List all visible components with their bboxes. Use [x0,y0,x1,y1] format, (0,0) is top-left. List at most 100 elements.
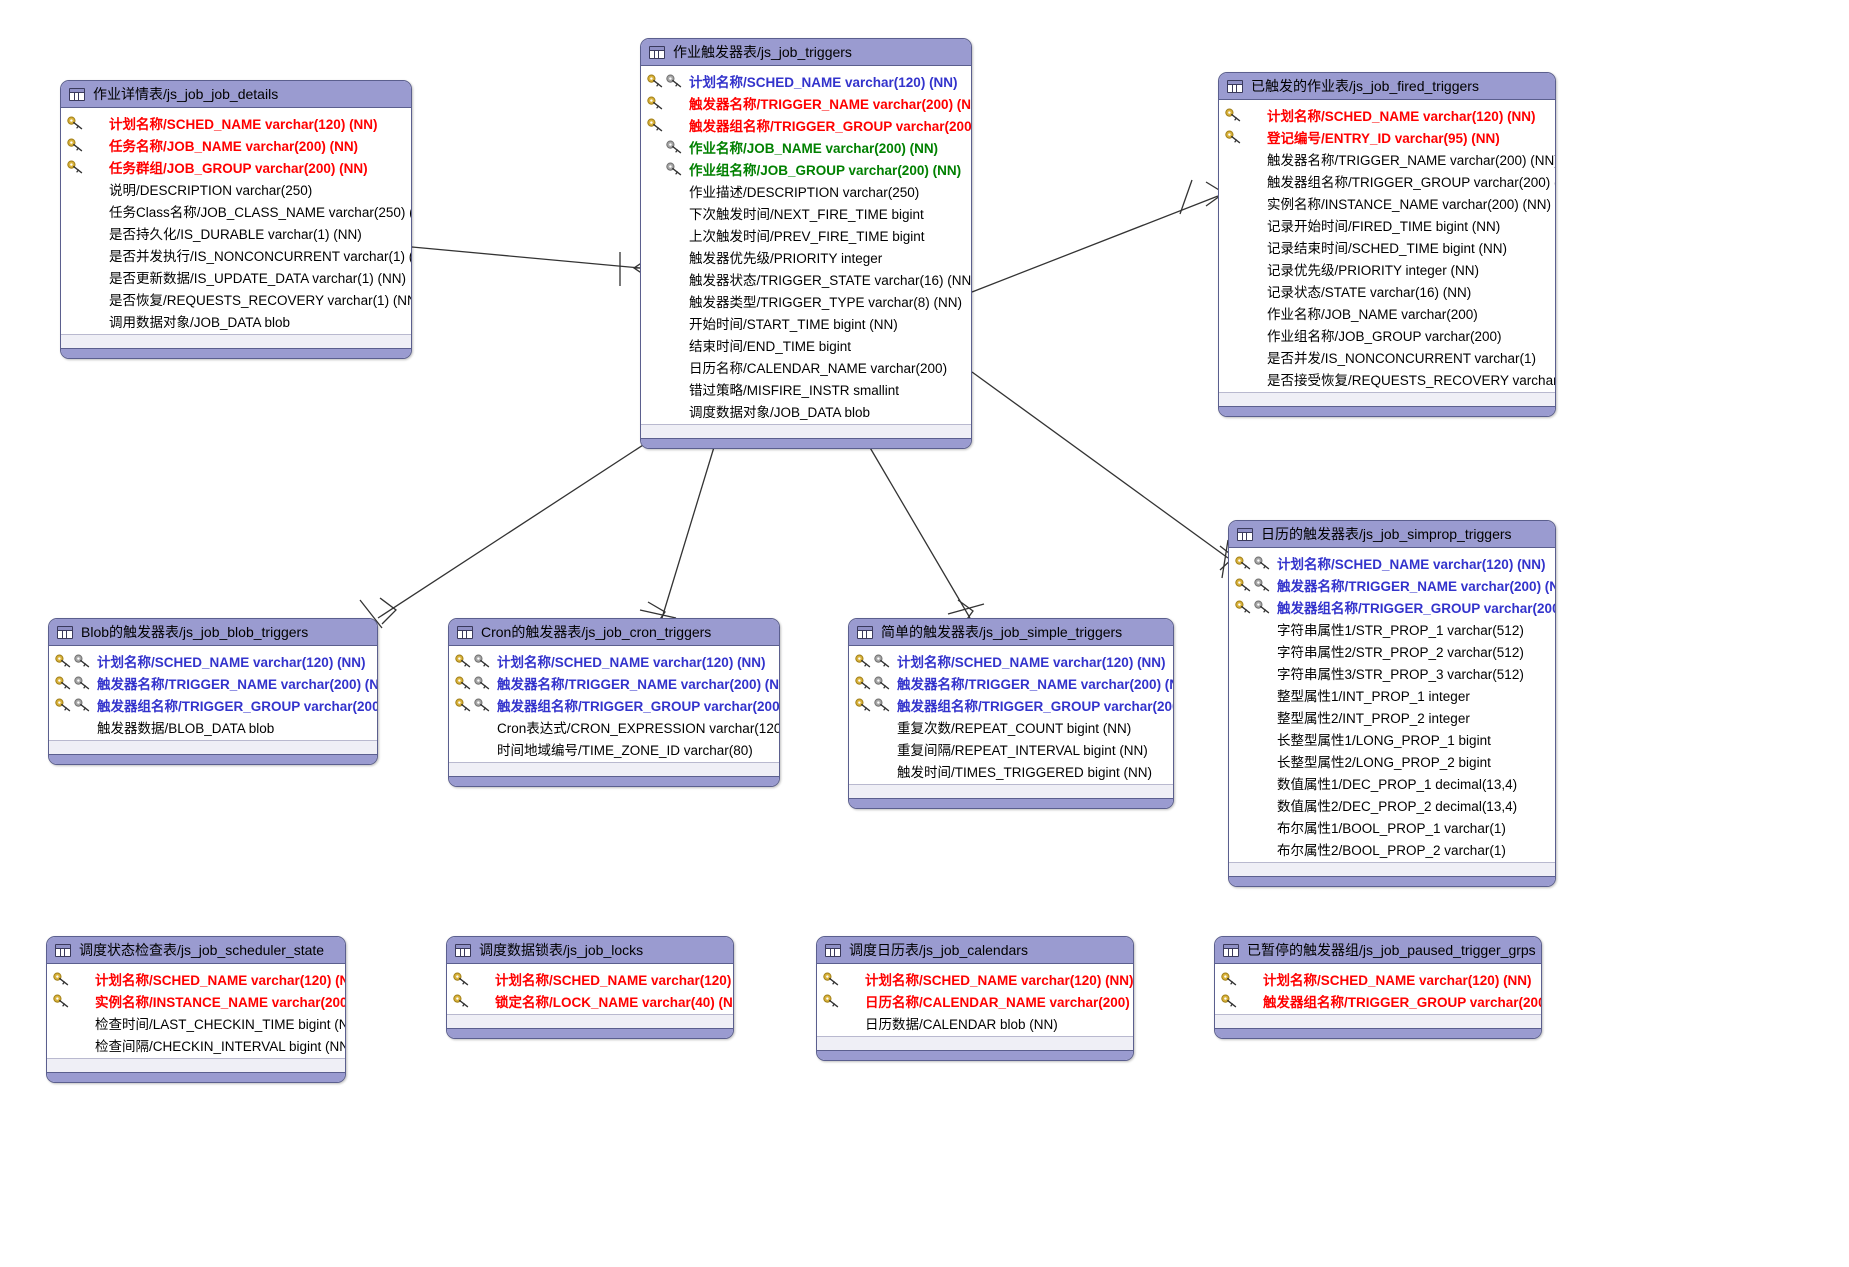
attribute-row[interactable]: 数值属性2/DEC_PROP_2 decimal(13,4) [1229,794,1555,816]
attribute-row[interactable]: 是否并发/IS_NONCONCURRENT varchar(1) [1219,346,1555,368]
attribute-row[interactable]: 检查间隔/CHECKIN_INTERVAL bigint (NN) [47,1034,345,1056]
attribute-row[interactable]: 调用数据对象/JOB_DATA blob [61,310,411,332]
attribute-row[interactable]: 任务Class名称/JOB_CLASS_NAME varchar(250) (N… [61,200,411,222]
attribute-row[interactable]: 任务名称/JOB_NAME varchar(200) (NN) [61,134,411,156]
attribute-row[interactable]: 记录开始时间/FIRED_TIME bigint (NN) [1219,214,1555,236]
entity-scheduler_state[interactable]: 调度状态检查表/js_job_scheduler_state 计划名称/SCHED… [46,936,346,1083]
entity-simple_triggers[interactable]: 简单的触发器表/js_job_simple_triggers 计划名称/SCHED… [848,618,1174,809]
attribute-row[interactable]: 登记编号/ENTRY_ID varchar(95) (NN) [1219,126,1555,148]
attribute-row[interactable]: 计划名称/SCHED_NAME varchar(120) (NN) [1229,552,1555,574]
entity-header-simple_triggers[interactable]: 简单的触发器表/js_job_simple_triggers [849,619,1173,646]
entity-header-fired_triggers[interactable]: 已触发的作业表/js_job_fired_triggers [1219,73,1555,100]
attribute-row[interactable]: 计划名称/SCHED_NAME varchar(120) (NN) [447,968,733,990]
attribute-row[interactable]: 作业组名称/JOB_GROUP varchar(200) (NN) [641,158,971,180]
entity-header-scheduler_state[interactable]: 调度状态检查表/js_job_scheduler_state [47,937,345,964]
attribute-row[interactable]: 触发器名称/TRIGGER_NAME varchar(200) (NN) [1219,148,1555,170]
attribute-row[interactable]: 错过策略/MISFIRE_INSTR smallint [641,378,971,400]
entity-header-calendars[interactable]: 调度日历表/js_job_calendars [817,937,1133,964]
attribute-row[interactable]: 作业描述/DESCRIPTION varchar(250) [641,180,971,202]
attribute-row[interactable]: 检查时间/LAST_CHECKIN_TIME bigint (NN) [47,1012,345,1034]
attribute-row[interactable]: Cron表达式/CRON_EXPRESSION varchar(120) (NN… [449,716,779,738]
attribute-row[interactable]: 记录结束时间/SCHED_TIME bigint (NN) [1219,236,1555,258]
attribute-row[interactable]: 触发器优先级/PRIORITY integer [641,246,971,268]
attribute-row[interactable]: 是否接受恢复/REQUESTS_RECOVERY varchar(1) [1219,368,1555,390]
attribute-row[interactable]: 实例名称/INSTANCE_NAME varchar(200) (NN) [47,990,345,1012]
attribute-row[interactable]: 触发器状态/TRIGGER_STATE varchar(16) (NN) [641,268,971,290]
entity-header-paused_trigger_grps[interactable]: 已暂停的触发器组/js_job_paused_trigger_grps [1215,937,1541,964]
entity-job_details[interactable]: 作业详情表/js_job_job_details 计划名称/SCHED_NAME … [60,80,412,359]
attribute-row[interactable]: 重复间隔/REPEAT_INTERVAL bigint (NN) [849,738,1173,760]
attribute-row[interactable]: 字符串属性1/STR_PROP_1 varchar(512) [1229,618,1555,640]
attribute-row[interactable]: 记录状态/STATE varchar(16) (NN) [1219,280,1555,302]
attribute-row[interactable]: 计划名称/SCHED_NAME varchar(120) (NN) [47,968,345,990]
attribute-row[interactable]: 下次触发时间/NEXT_FIRE_TIME bigint [641,202,971,224]
entity-cron_triggers[interactable]: Cron的触发器表/js_job_cron_triggers 计划名称/SCHED… [448,618,780,787]
attribute-row[interactable]: 触发器组名称/TRIGGER_GROUP varchar(200) (NN) [1229,596,1555,618]
entity-header-locks[interactable]: 调度数据锁表/js_job_locks [447,937,733,964]
entity-header-blob_triggers[interactable]: Blob的触发器表/js_job_blob_triggers [49,619,377,646]
entity-header-cron_triggers[interactable]: Cron的触发器表/js_job_cron_triggers [449,619,779,646]
attribute-row[interactable]: 调度数据对象/JOB_DATA blob [641,400,971,422]
attribute-row[interactable]: 触发器组名称/TRIGGER_GROUP varchar(200) (NN) [1215,990,1541,1012]
attribute-row[interactable]: 任务群组/JOB_GROUP varchar(200) (NN) [61,156,411,178]
attribute-row[interactable]: 日历名称/CALENDAR_NAME varchar(200) [641,356,971,378]
attribute-row[interactable]: 是否并发执行/IS_NONCONCURRENT varchar(1) (NN) [61,244,411,266]
attribute-row[interactable]: 长整型属性2/LONG_PROP_2 bigint [1229,750,1555,772]
attribute-row[interactable]: 日历名称/CALENDAR_NAME varchar(200) (NN) [817,990,1133,1012]
attribute-row[interactable]: 开始时间/START_TIME bigint (NN) [641,312,971,334]
entity-blob_triggers[interactable]: Blob的触发器表/js_job_blob_triggers 计划名称/SCHED… [48,618,378,765]
attribute-row[interactable]: 触发器类型/TRIGGER_TYPE varchar(8) (NN) [641,290,971,312]
attribute-row[interactable]: 作业名称/JOB_NAME varchar(200) [1219,302,1555,324]
attribute-row[interactable]: 布尔属性2/BOOL_PROP_2 varchar(1) [1229,838,1555,860]
attribute-row[interactable]: 是否恢复/REQUESTS_RECOVERY varchar(1) (NN) [61,288,411,310]
attribute-row[interactable]: 触发器名称/TRIGGER_NAME varchar(200) (NN) [641,92,971,114]
attribute-row[interactable]: 触发器组名称/TRIGGER_GROUP varchar(200) (NN) [641,114,971,136]
attribute-row[interactable]: 计划名称/SCHED_NAME varchar(120) (NN) [1215,968,1541,990]
entity-triggers[interactable]: 作业触发器表/js_job_triggers 计划名称/SCHED_NAME va… [640,38,972,449]
attribute-row[interactable]: 触发时间/TIMES_TRIGGERED bigint (NN) [849,760,1173,782]
attribute-row[interactable]: 实例名称/INSTANCE_NAME varchar(200) (NN) [1219,192,1555,214]
entity-simprop_triggers[interactable]: 日历的触发器表/js_job_simprop_triggers 计划名称/SCHE… [1228,520,1556,887]
entity-header-job_details[interactable]: 作业详情表/js_job_job_details [61,81,411,108]
attribute-row[interactable]: 触发器组名称/TRIGGER_GROUP varchar(200) (NN) [49,694,377,716]
attribute-row[interactable]: 作业组名称/JOB_GROUP varchar(200) [1219,324,1555,346]
entity-calendars[interactable]: 调度日历表/js_job_calendars 计划名称/SCHED_NAME va… [816,936,1134,1061]
attribute-row[interactable]: 重复次数/REPEAT_COUNT bigint (NN) [849,716,1173,738]
attribute-row[interactable]: 触发器数据/BLOB_DATA blob [49,716,377,738]
attribute-row[interactable]: 计划名称/SCHED_NAME varchar(120) (NN) [49,650,377,672]
attribute-row[interactable]: 触发器名称/TRIGGER_NAME varchar(200) (NN) [1229,574,1555,596]
attribute-row[interactable]: 计划名称/SCHED_NAME varchar(120) (NN) [641,70,971,92]
entity-header-simprop_triggers[interactable]: 日历的触发器表/js_job_simprop_triggers [1229,521,1555,548]
attribute-row[interactable]: 计划名称/SCHED_NAME varchar(120) (NN) [449,650,779,672]
attribute-row[interactable]: 触发器名称/TRIGGER_NAME varchar(200) (NN) [49,672,377,694]
entity-fired_triggers[interactable]: 已触发的作业表/js_job_fired_triggers 计划名称/SCHED_… [1218,72,1556,417]
attribute-row[interactable]: 作业名称/JOB_NAME varchar(200) (NN) [641,136,971,158]
attribute-row[interactable]: 时间地域编号/TIME_ZONE_ID varchar(80) [449,738,779,760]
attribute-row[interactable]: 字符串属性3/STR_PROP_3 varchar(512) [1229,662,1555,684]
attribute-row[interactable]: 长整型属性1/LONG_PROP_1 bigint [1229,728,1555,750]
attribute-row[interactable]: 触发器组名称/TRIGGER_GROUP varchar(200) (NN) [449,694,779,716]
attribute-row[interactable]: 是否持久化/IS_DURABLE varchar(1) (NN) [61,222,411,244]
attribute-row[interactable]: 上次触发时间/PREV_FIRE_TIME bigint [641,224,971,246]
attribute-row[interactable]: 触发器名称/TRIGGER_NAME varchar(200) (NN) [449,672,779,694]
attribute-row[interactable]: 结束时间/END_TIME bigint [641,334,971,356]
attribute-row[interactable]: 记录优先级/PRIORITY integer (NN) [1219,258,1555,280]
attribute-row[interactable]: 计划名称/SCHED_NAME varchar(120) (NN) [849,650,1173,672]
attribute-row[interactable]: 整型属性2/INT_PROP_2 integer [1229,706,1555,728]
attribute-row[interactable]: 日历数据/CALENDAR blob (NN) [817,1012,1133,1034]
attribute-row[interactable]: 触发器名称/TRIGGER_NAME varchar(200) (NN) [849,672,1173,694]
entity-paused_trigger_grps[interactable]: 已暂停的触发器组/js_job_paused_trigger_grps 计划名称/… [1214,936,1542,1039]
attribute-row[interactable]: 布尔属性1/BOOL_PROP_1 varchar(1) [1229,816,1555,838]
attribute-row[interactable]: 计划名称/SCHED_NAME varchar(120) (NN) [1219,104,1555,126]
attribute-row[interactable]: 计划名称/SCHED_NAME varchar(120) (NN) [61,112,411,134]
attribute-row[interactable]: 触发器组名称/TRIGGER_GROUP varchar(200) (NN) [1219,170,1555,192]
attribute-row[interactable]: 数值属性1/DEC_PROP_1 decimal(13,4) [1229,772,1555,794]
attribute-row[interactable]: 整型属性1/INT_PROP_1 integer [1229,684,1555,706]
attribute-row[interactable]: 字符串属性2/STR_PROP_2 varchar(512) [1229,640,1555,662]
entity-header-triggers[interactable]: 作业触发器表/js_job_triggers [641,39,971,66]
entity-locks[interactable]: 调度数据锁表/js_job_locks 计划名称/SCHED_NAME varch… [446,936,734,1039]
attribute-row[interactable]: 计划名称/SCHED_NAME varchar(120) (NN) [817,968,1133,990]
attribute-row[interactable]: 说明/DESCRIPTION varchar(250) [61,178,411,200]
attribute-row[interactable]: 锁定名称/LOCK_NAME varchar(40) (NN) [447,990,733,1012]
